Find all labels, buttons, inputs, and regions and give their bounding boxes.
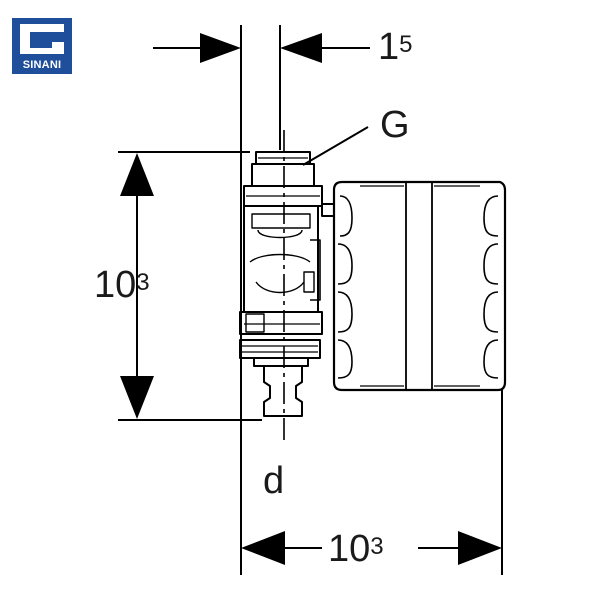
brand-logo: SINANI — [12, 18, 72, 74]
arrow-down-icon — [120, 376, 154, 419]
dimension-top-exponent: 5 — [399, 31, 413, 58]
logo-text: SINANI — [22, 59, 62, 71]
dimension-bottom-value: 10 — [328, 528, 371, 570]
arrow-up-icon — [120, 153, 154, 196]
dimension-bottom: 103 — [328, 530, 384, 568]
dimension-left: 103 — [94, 266, 150, 304]
label-thread: G — [380, 104, 410, 146]
arrow-left-icon — [280, 33, 322, 63]
dimension-top: 15 — [378, 28, 413, 66]
dimension-left-value: 10 — [94, 264, 137, 306]
dimension-bottom-exponent: 3 — [370, 533, 384, 560]
logo-mark-icon — [20, 24, 64, 54]
arrow-left-icon — [241, 531, 285, 565]
dimension-top-value: 1 — [378, 26, 400, 68]
dimension-left-exponent: 3 — [136, 269, 150, 296]
label-diameter: d — [263, 460, 285, 502]
leader-line — [302, 126, 369, 166]
arrow-right-icon — [458, 531, 502, 565]
arrow-right-icon — [200, 33, 241, 63]
